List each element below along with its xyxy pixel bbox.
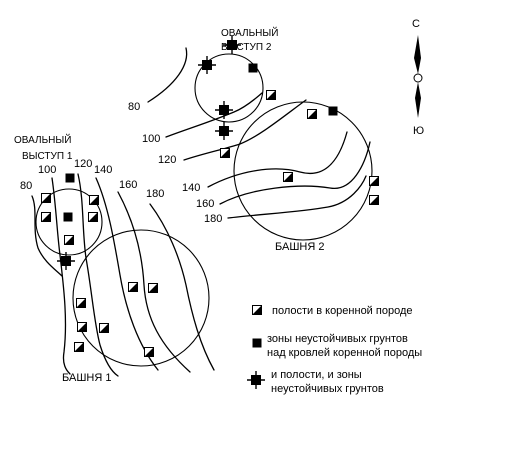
legend-void-text: полости в коренной породе: [272, 305, 413, 317]
contour-100-west: [51, 177, 71, 375]
oval-outcrop-2-circle: [194, 53, 264, 123]
contour-180-west: [149, 203, 215, 371]
contour-label-140-east: 140: [182, 182, 200, 194]
void-marker: [76, 298, 86, 308]
contour-160-west: [117, 191, 191, 373]
contour-140-west: [95, 177, 159, 371]
void-marker: [307, 109, 317, 119]
contour-180-east: [227, 175, 367, 219]
contour-100-north: [165, 92, 263, 138]
contour-label-100-north: 100: [142, 133, 160, 145]
oval-outcrop-2-label: ОВАЛЬНЫЙ ВЫСТУП 2: [221, 26, 281, 53]
void-marker: [220, 148, 230, 158]
contour-label-120-west: 120: [74, 158, 92, 170]
void-marker: [89, 195, 99, 205]
oval-outcrop-1-circle: [35, 188, 103, 256]
south-label: Ю: [413, 125, 424, 137]
contour-120-north: [183, 99, 307, 161]
void-marker: [41, 212, 51, 222]
contour-label-120-north: 120: [158, 154, 176, 166]
void-and-unstable-marker: [214, 121, 234, 141]
tower-2-label: БАШНЯ 2: [275, 241, 324, 253]
void-marker: [74, 342, 84, 352]
void-marker: [128, 282, 138, 292]
contour-label-100-west: 100: [38, 164, 56, 176]
void-marker: [148, 283, 158, 293]
void-and-unstable-marker: [214, 100, 234, 120]
void-marker: [266, 90, 276, 100]
void-marker: [369, 195, 379, 205]
tower-1-circle: [72, 229, 210, 367]
contour-80-north: [147, 47, 188, 103]
north-label: С: [412, 18, 420, 30]
void-marker: [88, 212, 98, 222]
legend-both-text: и полости, и зоны неустойчивых грунтов: [271, 369, 384, 395]
legend-unstable-icon: [252, 338, 262, 348]
feature-circles: [35, 53, 373, 367]
tower-1-label: БАШНЯ 1: [62, 372, 111, 384]
contour-label-160-east: 160: [196, 198, 214, 210]
void-marker: [369, 176, 379, 186]
legend-unstable-text: зоны неустойчивых грунтов над кровлей ко…: [267, 333, 422, 359]
contour-label-180-east: 180: [204, 213, 222, 225]
unstable-marker: [65, 173, 75, 183]
contour-label-180-west: 180: [146, 188, 164, 200]
oval-outcrop-1-label: ОВАЛЬНЫЙ ВЫСТУП 1: [14, 133, 74, 162]
contour-labels: 80 100 120 140 160 180 80 100 120 140 16…: [20, 101, 222, 225]
legend-both-icon: [246, 370, 266, 390]
contour-140-east: [207, 131, 348, 188]
south-arrow-tail-icon: [415, 82, 421, 118]
void-marker: [41, 193, 51, 203]
void-and-unstable-marker: [197, 55, 217, 75]
contour-label-140-west: 140: [94, 164, 112, 176]
contour-label-160-west: 160: [119, 179, 137, 191]
north-arrow: С Ю: [412, 18, 424, 137]
contour-label-80-west: 80: [20, 180, 32, 192]
feature-labels: ОВАЛЬНЫЙ ВЫСТУП 1 ОВАЛЬНЫЙ ВЫСТУП 2 БАШН…: [14, 26, 324, 384]
void-marker: [99, 323, 109, 333]
contour-label-80-north: 80: [128, 101, 140, 113]
legend: полости в коренной породе зоны неустойчи…: [246, 305, 422, 395]
contour-160-east: [219, 141, 371, 205]
contour-120-west: [77, 173, 119, 377]
compass-center-icon: [413, 73, 423, 83]
contour-lines: [31, 47, 371, 377]
void-marker: [64, 235, 74, 245]
unstable-marker: [63, 212, 73, 222]
void-marker: [77, 322, 87, 332]
void-marker: [144, 347, 154, 357]
unstable-marker: [328, 106, 338, 116]
tower-2-circle: [233, 101, 373, 241]
void-marker: [283, 172, 293, 182]
legend-void-icon: [252, 305, 262, 315]
north-arrow-head-icon: [414, 35, 421, 74]
unstable-marker: [248, 63, 258, 73]
contour-80-west: [31, 195, 63, 277]
